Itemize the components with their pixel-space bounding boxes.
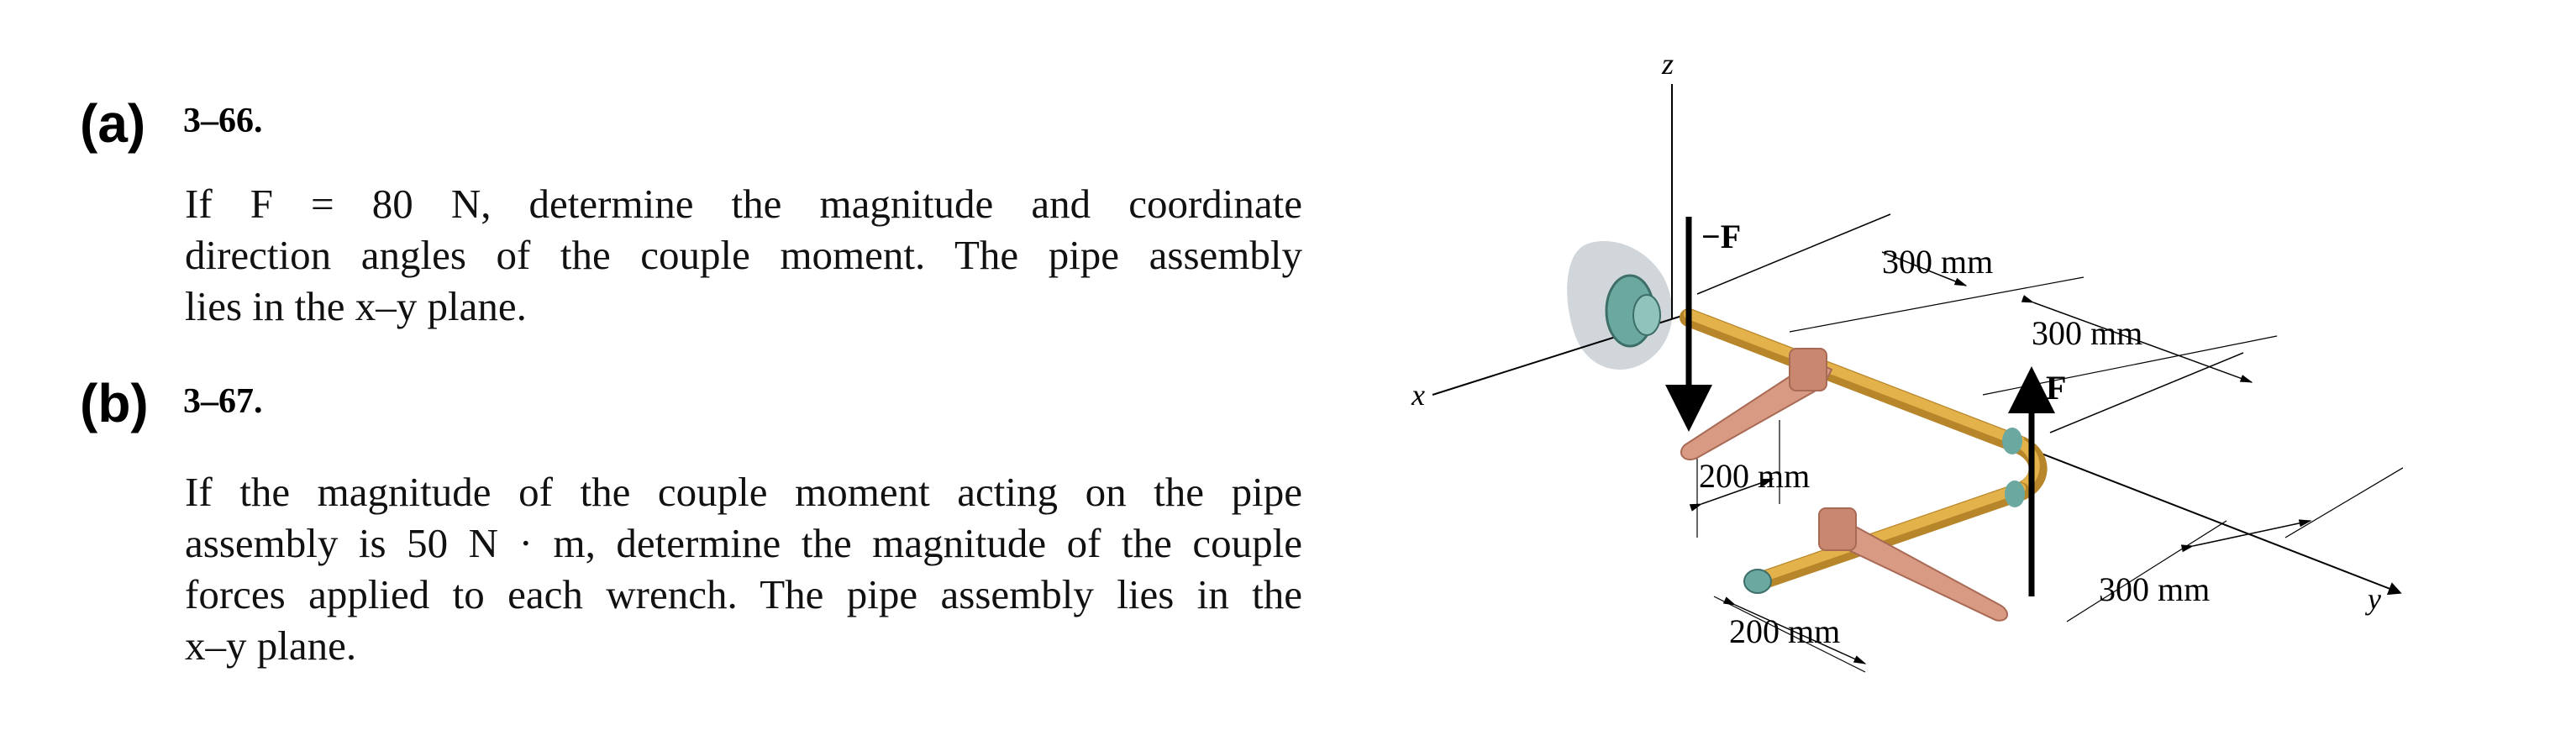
problem-a-line-3: lies in the x–y plane. [185,283,527,329]
force-neg-label: −F [1701,218,1741,255]
problem-b-line-3: forces applied to each wrench. The pipe … [185,571,1302,617]
x-axis-label: x [1411,378,1425,412]
dim-300-mid-label: 300 mm [2032,314,2142,352]
problem-b-line-4: x–y plane. [185,622,357,669]
dim-200-lower-line [1722,596,1867,664]
z-axis-label: z [1661,47,1674,81]
pipe-end-cap [1743,569,1772,594]
problem-b-letter: (b) [80,373,149,433]
pipe-assembly-figure: z x y 300 mm 300 mm 300 mm 200 mm 200 mm [1411,47,2403,673]
dim-300-bottom-line [2180,519,2312,553]
pipe-coupling [2005,481,2025,507]
problem-b-line-2: assembly is 50 N · m, determine the magn… [185,520,1302,566]
wrench-lower-jaw [1818,507,1857,551]
dim-ext-line [1789,276,2084,333]
dim-200-upper-line [1689,478,1774,512]
problem-a-letter: (a) [80,93,146,154]
dim-300-top-line [1881,251,1968,286]
problem-b-line-1: If the magnitude of the couple moment ac… [185,469,1302,515]
problem-a-text: If F = 80 N, determine the magnitude and… [185,178,1302,332]
pipe-main-highlight [1684,309,2026,447]
problem-b-number: 3–67. [183,382,263,421]
problem-a-number: 3–66. [183,102,263,140]
problem-b-text: If the magnitude of the couple moment ac… [185,466,1302,671]
y-axis-label: y [2365,582,2381,616]
dim-200-lower-label: 200 mm [1729,612,1840,650]
dim-ext-line [2284,467,2403,538]
problem-a-line-1: If F = 80 N, determine the magnitude and… [185,181,1302,227]
dim-200-upper-label: 200 mm [1699,457,1810,495]
pipe-coupling [2002,428,2022,454]
dim-300-mid-line [2021,295,2253,383]
wrench-upper-jaw [1789,348,1827,391]
force-pos-label: F [2046,369,2066,407]
wrench-lower [1835,523,2008,622]
dim-ext-line [2049,352,2244,433]
dim-300-bottom-label: 300 mm [2099,570,2210,608]
problem-a-line-2: direction angles of the couple moment. T… [185,232,1302,278]
dim-ext-line [1696,213,1891,295]
flange-hub [1632,294,1661,336]
dim-300-top-label: 300 mm [1882,243,1993,281]
pipe-lower-highlight [1759,483,2026,581]
